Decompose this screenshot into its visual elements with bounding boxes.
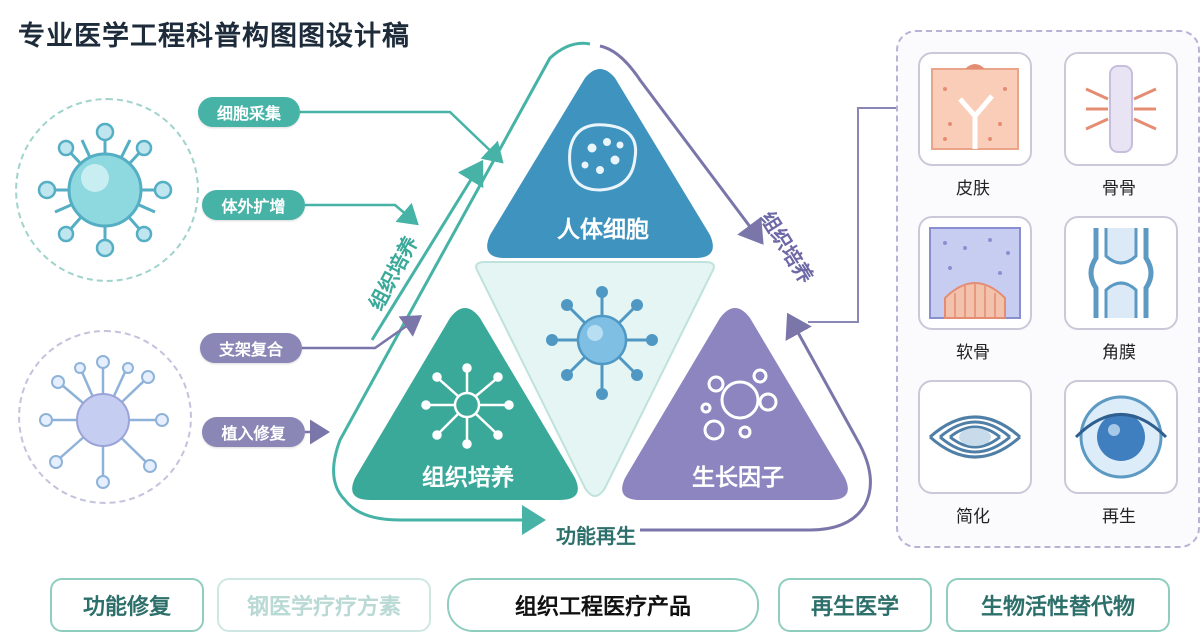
center-cell-icon (546, 286, 658, 400)
center-triangle (475, 261, 715, 497)
label-tissue-culture: 组织培养 (422, 465, 514, 491)
cycle-bottom-label: 功能再生 (556, 524, 636, 548)
cycle-outline (332, 41, 872, 535)
step-implant: 植入修复 (202, 417, 305, 447)
label-growth-factor: 生长因子 (692, 465, 784, 491)
regeneration-card (1064, 380, 1178, 494)
step-scaffold: 支架复合 (200, 333, 302, 363)
cell-icon (568, 123, 638, 192)
neuron-icon (421, 363, 514, 449)
simplified-card (918, 380, 1032, 494)
bubbles-icon (700, 368, 778, 441)
bone-label: 骨骨 (1102, 179, 1136, 199)
step-cell-collection: 细胞采集 (198, 97, 300, 127)
stem-cell-teal-ring (15, 98, 199, 282)
skin-label: 皮肤 (956, 179, 990, 199)
step-expansion: 体外扩增 (202, 190, 305, 220)
bone-card (1064, 52, 1178, 166)
tag-medical-materials: 钢医学疗疗方素 (217, 578, 431, 632)
joint-card (1064, 216, 1178, 330)
regeneration-label: 再生 (1102, 507, 1136, 527)
simplified-label: 简化 (956, 507, 990, 527)
eye-icon (1074, 395, 1168, 479)
cartilage-icon (929, 227, 1021, 319)
stem-cell-purple-ring (18, 330, 192, 504)
top-triangle (487, 69, 713, 258)
tag-functional-repair: 功能修复 (50, 578, 204, 632)
joint-icon (1088, 228, 1154, 318)
left-triangle (352, 308, 578, 500)
eye-lines-icon (929, 415, 1021, 459)
tissue-panel: 皮肤 骨骨 软骨 角膜 (896, 30, 1200, 548)
skin-icon (931, 64, 1019, 150)
tag-regenerative-medicine: 再生医学 (778, 578, 932, 632)
right-triangle (622, 308, 848, 500)
tag-bioactive-substitute: 生物活性替代物 (946, 578, 1170, 632)
page-title: 专业医学工程科普构图图设计稿 (18, 21, 410, 52)
tag-tissue-engineering-product: 组织工程医疗产品 (447, 578, 759, 632)
bone-icon (1085, 65, 1157, 153)
cartilage-label: 软骨 (956, 343, 990, 363)
step-arrows (300, 107, 898, 445)
skin-card (918, 52, 1032, 166)
cartilage-card (918, 216, 1032, 330)
joint-label: 角膜 (1102, 343, 1136, 363)
label-human-cell: 人体细胞 (557, 217, 649, 243)
